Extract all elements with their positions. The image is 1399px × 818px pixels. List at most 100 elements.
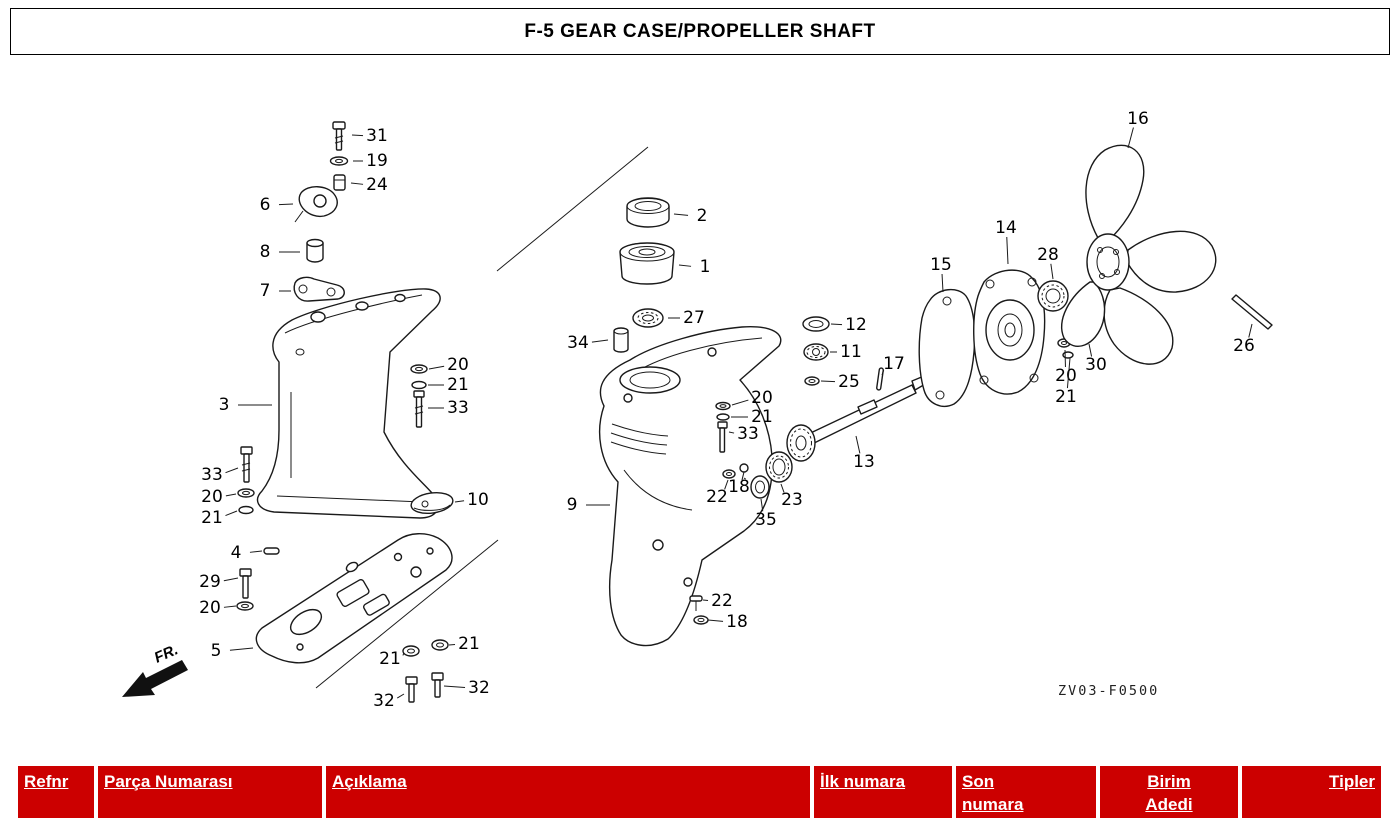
leader-line xyxy=(249,550,263,553)
part-number-label: 20 xyxy=(751,388,773,408)
propeller-shaft-13 xyxy=(786,375,928,462)
washer-25-icon xyxy=(804,376,820,386)
pin-34-icon xyxy=(613,327,629,353)
extension-plate-5 xyxy=(255,533,453,664)
column-header-link-refnr[interactable]: Refnr xyxy=(24,772,69,791)
column-header-aciklama: Açıklama xyxy=(326,766,810,818)
part-number-label: 10 xyxy=(467,490,489,510)
bushing-8-icon xyxy=(306,238,324,263)
pin-18-icon xyxy=(739,463,749,481)
leader-line xyxy=(728,431,735,434)
leader-line xyxy=(702,599,709,602)
part-number-label: 21 xyxy=(379,649,401,669)
page-header: F-5 GEAR CASE/PROPELLER SHAFT xyxy=(10,8,1390,55)
part-number-label: 6 xyxy=(260,195,271,215)
bearing-28-icon xyxy=(1037,280,1069,312)
part-number-label: 21 xyxy=(1055,387,1077,407)
leader-line xyxy=(223,605,237,608)
leader-line xyxy=(1066,357,1071,389)
part-number-label: 2 xyxy=(697,206,708,226)
part-number-label: 24 xyxy=(366,175,388,195)
part-number-label: 28 xyxy=(1037,245,1059,265)
part-number-label: 20 xyxy=(1055,366,1077,386)
seal-ring-2 xyxy=(626,197,670,228)
part-number-label: 34 xyxy=(567,333,589,353)
part-number-label: 33 xyxy=(447,398,469,418)
collar-24-icon xyxy=(333,174,346,191)
washer-18-lower-icon xyxy=(693,615,709,625)
leader-line xyxy=(350,182,364,185)
pump-housing-14 xyxy=(973,269,1046,395)
column-header-tipler: Tipler xyxy=(1242,766,1381,818)
column-header-link-aciklama[interactable]: Açıklama xyxy=(332,772,407,791)
bolt-22-lower-icon xyxy=(689,595,703,611)
part-number-label: 4 xyxy=(231,543,242,563)
part-number-label: 21 xyxy=(751,407,773,427)
ring-12-icon xyxy=(802,316,830,332)
washer-19-icon xyxy=(329,156,349,166)
column-header-link-tipler[interactable]: Tipler xyxy=(1329,772,1375,791)
part-number-label: 21 xyxy=(201,508,223,528)
leader-line xyxy=(1050,263,1054,280)
leader-line xyxy=(278,203,294,206)
leader-line xyxy=(402,652,405,656)
part-number-label: 27 xyxy=(683,308,705,328)
part-number-label: 1 xyxy=(700,257,711,277)
leader-line xyxy=(941,273,944,293)
column-header-refnr: Refnr xyxy=(18,766,94,818)
leader-line xyxy=(855,435,861,454)
leader-line xyxy=(225,467,239,474)
part-number-label: 35 xyxy=(755,510,777,530)
column-header-link-parca-numarasi[interactable]: Parça Numarası xyxy=(104,772,233,791)
washer-bolt-set-right xyxy=(410,364,428,428)
page-title: F-5 GEAR CASE/PROPELLER SHAFT xyxy=(524,20,876,42)
leader-line xyxy=(454,500,465,503)
column-header-link-ilk-numara[interactable]: İlk numara xyxy=(820,772,906,791)
leader-line xyxy=(591,339,609,343)
nut-21-left-icon xyxy=(402,645,420,657)
part-number-label: 19 xyxy=(366,151,388,171)
leader-line xyxy=(396,693,405,699)
part-number-label: 17 xyxy=(883,354,905,374)
bolt-32-left-icon xyxy=(405,676,418,703)
leader-line xyxy=(780,483,785,493)
propeller-16 xyxy=(1061,144,1217,365)
part-number-label: 29 xyxy=(199,572,221,592)
part-number-label: 5 xyxy=(211,641,222,661)
leader-line xyxy=(1127,127,1134,149)
leader-line xyxy=(351,134,364,137)
leader-line xyxy=(678,264,692,267)
leader-line xyxy=(448,643,456,646)
leader-line xyxy=(743,477,747,480)
diagram-code: ZV03-F0500 xyxy=(1058,683,1159,699)
cup-1 xyxy=(619,242,675,285)
alignment-lines xyxy=(315,146,649,689)
part-number-label: 30 xyxy=(1085,355,1107,375)
nut-21-right-icon xyxy=(431,639,449,651)
part-number-label: 31 xyxy=(366,126,388,146)
leader-line xyxy=(1248,323,1253,338)
part-number-label: 21 xyxy=(447,375,469,395)
part-number-label: 8 xyxy=(260,242,271,262)
part-number-label: 22 xyxy=(711,591,733,611)
part-number-label: 3 xyxy=(219,395,230,415)
gear-case-housing-9 xyxy=(598,326,782,647)
leader-line xyxy=(707,619,724,622)
bolt-32-right-icon xyxy=(431,672,444,698)
leader-line xyxy=(673,213,689,216)
plate-7 xyxy=(293,276,345,302)
pin-17-icon xyxy=(876,367,884,391)
part-number-label: 20 xyxy=(447,355,469,375)
bearing-23-icon xyxy=(765,451,793,483)
parts-table-header-row: Refnr Parça Numarası Açıklama İlk numara Son… xyxy=(18,766,1381,818)
column-header-parca-numarasi: Parça Numarası xyxy=(98,766,322,818)
plate-10 xyxy=(410,491,454,515)
bolt-29-washer-20 xyxy=(236,568,254,611)
part-number-label: 18 xyxy=(728,477,750,497)
part-number-labels: 3119246872127341614281526302021121125171… xyxy=(199,109,1255,711)
leader-line xyxy=(1088,343,1093,357)
part-number-label: 20 xyxy=(199,598,221,618)
